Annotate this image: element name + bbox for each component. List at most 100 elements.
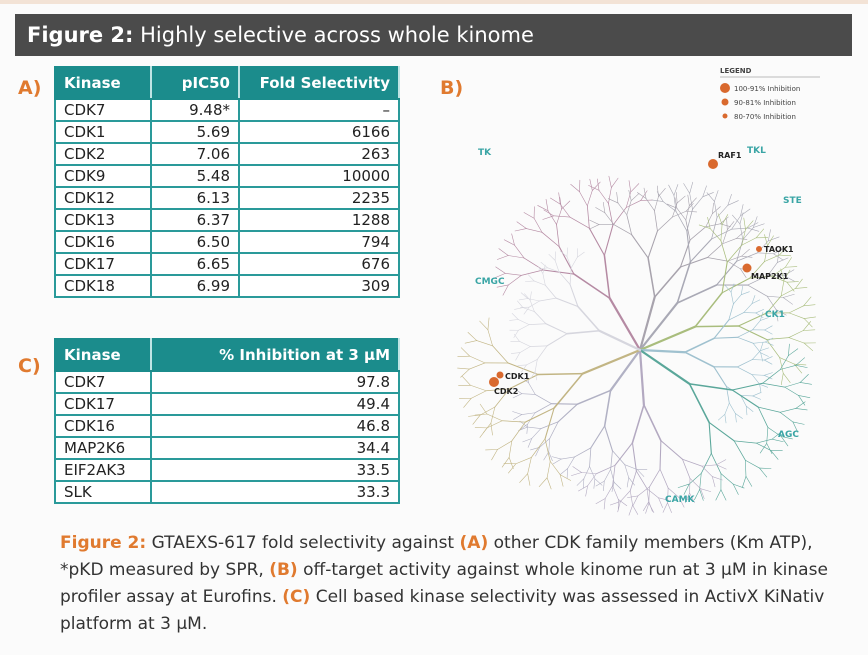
tree-branch (654, 210, 658, 232)
tree-branch (700, 453, 712, 474)
tree-branch (646, 488, 659, 499)
tree-branch (515, 352, 521, 361)
table-cell: CDK12 (54, 186, 152, 210)
tree-branch (733, 294, 742, 305)
tree-branch (479, 320, 489, 331)
tree-branch (688, 197, 697, 206)
tree-branch (778, 254, 792, 257)
tree-branch (523, 306, 530, 315)
tree-branch (604, 212, 615, 225)
tree-branch (498, 248, 509, 256)
tree-branch (645, 502, 650, 514)
tree-branch (638, 348, 691, 385)
tree-branch (657, 216, 673, 232)
tree-branch (689, 238, 713, 263)
tree-branch (763, 375, 773, 380)
tree-branch (673, 184, 679, 196)
tree-branch (501, 457, 510, 468)
tree-branch (609, 501, 621, 506)
tree-branch (766, 427, 769, 444)
tree-branch (589, 224, 600, 230)
tree-branch (513, 387, 523, 394)
tree-branch (783, 269, 795, 276)
tree-branch (598, 190, 609, 204)
tree-branch (714, 190, 719, 202)
tree-branch (788, 312, 805, 319)
tree-branch (764, 341, 774, 346)
tree-branch (630, 183, 640, 193)
tree-branch (569, 283, 579, 308)
tree-branch (593, 478, 596, 489)
tree-branch (726, 244, 743, 263)
tree-branch (521, 393, 536, 395)
tree-branch (740, 291, 750, 296)
tree-branch (538, 477, 548, 487)
tree-branch (753, 223, 765, 228)
tree-branch (647, 230, 658, 259)
table-cell: 5.69 (150, 120, 240, 144)
tree-branch (716, 459, 727, 466)
tree-branch (716, 260, 738, 286)
tree-branch (520, 292, 528, 299)
tree-branch (736, 359, 753, 368)
tree-branch (747, 284, 768, 297)
tree-branch (508, 463, 517, 474)
tree-branch (546, 477, 552, 490)
tree-branch (715, 489, 722, 501)
tree-branch (759, 467, 768, 478)
tree-branch (694, 489, 700, 501)
tree-branch (469, 362, 486, 370)
tree-branch (610, 450, 613, 470)
tree-branch (743, 303, 753, 313)
tree-branch (727, 255, 742, 262)
tree-branch (747, 222, 759, 229)
tree-branch (457, 367, 470, 370)
tree-branch (785, 257, 792, 268)
tree-branch (501, 420, 526, 423)
tree-branch (795, 278, 803, 289)
tree-branch (803, 296, 812, 307)
tree-branch (636, 469, 645, 477)
tree-branch (740, 285, 743, 296)
tree-branch (677, 483, 690, 488)
tree-branch (785, 266, 798, 268)
tree-branch (638, 295, 656, 352)
tree-branch (638, 348, 645, 406)
tree-branch (559, 474, 572, 481)
tree-branch (519, 340, 531, 347)
tree-branch (745, 459, 747, 477)
tree-branch (707, 243, 724, 258)
table-cell: 6166 (238, 120, 400, 144)
tree-branch (735, 413, 743, 419)
tree-branch (536, 345, 548, 360)
col-header: Fold Selectivity (238, 66, 400, 100)
tree-branch (537, 265, 544, 274)
tree-branch (603, 254, 611, 299)
tree-branch (469, 355, 486, 364)
table-cell: 10000 (238, 164, 400, 188)
tree-branch (736, 231, 745, 239)
family-label-ste: STE (783, 196, 802, 206)
tree-branch (753, 216, 758, 228)
tree-branch (711, 476, 716, 488)
tree-branch (513, 414, 523, 420)
tree-branch (626, 214, 633, 236)
tree-branch (508, 457, 514, 469)
col-header: Kinase (54, 66, 152, 100)
tree-branch (707, 257, 728, 262)
tree-branch (509, 319, 519, 321)
tree-branch (766, 337, 790, 340)
tree-branch (487, 317, 490, 331)
tree-branch (508, 275, 522, 286)
tree-branch (736, 366, 753, 376)
tree-branch (759, 311, 764, 321)
tree-branch (803, 304, 816, 307)
tree-branch (676, 284, 718, 304)
tree-branch (497, 440, 513, 450)
tree-branch (624, 464, 629, 478)
tree-branch (554, 260, 560, 273)
tree-branch (780, 436, 793, 440)
tree-branch (542, 269, 575, 275)
